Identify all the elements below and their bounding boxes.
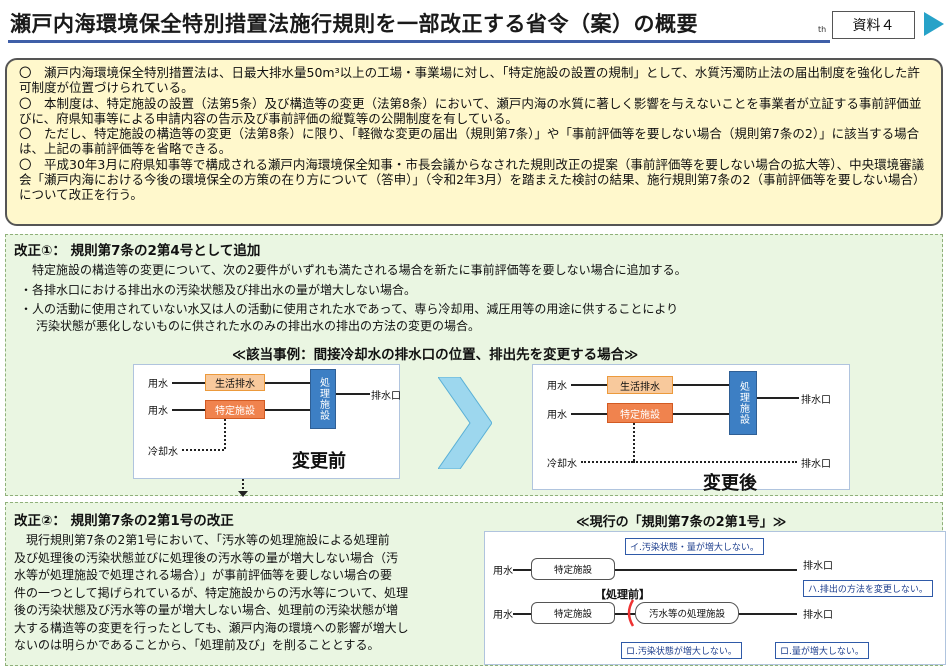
water-label: 用水 — [493, 566, 513, 577]
amendment-2-section: 改正②： 規則第7条の2第1号の改正 現行規則第7条の2第1号において、「汚水等… — [5, 502, 946, 666]
outlet-label: 排水口 — [371, 391, 401, 402]
outlet-label: 排水口 — [801, 395, 831, 406]
pipe-line — [615, 613, 635, 615]
pipe-line — [673, 413, 729, 415]
body-line: 大する構造等の変更を行ったとしても、瀬戸内海の環境への影響が増大し — [14, 620, 409, 635]
body-line: 現行規則第7条の2第1号において、「汚水等の処理施設による処理前 — [14, 533, 390, 547]
amendment-1-bullet: ・人の活動に使用されていない水又は人の活動に使用された水であって、専ら冷却用、減… — [20, 302, 679, 316]
summary-item: 〇 平成30年3月に府県知事等で構成される瀬戸内海環境保全知事・市長会議からなさ… — [19, 156, 926, 203]
body-line: 水等が処理施設で処理される場合）」が事前評価等を要しない場合の要 — [14, 568, 393, 582]
pipe-line — [336, 393, 370, 395]
current-rule-diagram: 用水 特定施設 排水口 イ.汚染状態・量が増大しない。 ハ.排出の方法を変更しな… — [484, 531, 946, 665]
pipe-line — [265, 409, 310, 411]
amendment-2-title: 改正②： 規則第7条の2第1号の改正 — [14, 513, 234, 529]
cooling-dotted-line — [182, 449, 224, 451]
specified-facility-box: 特定施設 — [205, 400, 265, 419]
pipe-line — [673, 384, 729, 386]
before-diagram: 用水 生活排水 用水 特定施設 処理施設 排水口 冷却水 変更前 — [133, 364, 401, 479]
example-title: ≪該当事例：間接冷却水の排水口の位置、排出先を変更する場合≫ — [232, 347, 639, 363]
transition-arrow-icon — [438, 377, 492, 469]
callout-i: イ.汚染状態・量が増大しない。 — [625, 538, 764, 555]
pipe-line — [757, 397, 799, 399]
specified-facility-box: 特定施設 — [607, 403, 673, 423]
water-label: 用水 — [148, 406, 168, 417]
amendment-1-title: 改正①： 規則第7条の2第4号として追加 — [14, 243, 261, 259]
body-line: ないのは明らかであることから、「処理前及び」を削ることとする。 — [14, 638, 380, 652]
water-label: 用水 — [148, 379, 168, 390]
page-title: 瀬戸内海環境保全特別措置法施行規則を一部改正する省令（案）の概要 — [10, 12, 698, 36]
cooling-dotted-line — [224, 419, 226, 449]
living-wastewater-box: 生活排水 — [607, 376, 673, 394]
pipe-line — [571, 384, 607, 386]
callout-ro-volume: ロ.量が増大しない。 — [775, 642, 869, 659]
cooling-water-label: 冷却水 — [547, 459, 577, 470]
summary-item: 〇 本制度は、特定施設の設置（法第5条）及び構造等の変更（法第8条）において、瀬… — [19, 95, 922, 126]
outlet-label: 排水口 — [803, 610, 833, 621]
arrow-tab-icon — [924, 12, 944, 36]
water-label: 用水 — [547, 381, 567, 392]
body-line: 件の一つとして掲げられているが、特定施設からの汚水等について、処理 — [14, 585, 409, 600]
treatment-facility-box: 処理施設 — [310, 369, 336, 429]
specified-facility-box: 特定施設 — [531, 558, 615, 580]
water-label: 用水 — [493, 610, 513, 621]
amendment-1-section: 改正①： 規則第7条の2第4号として追加 特定施設の構造等の変更について、次の2… — [5, 234, 943, 497]
arrow-head-icon — [238, 491, 248, 497]
living-wastewater-box: 生活排水 — [205, 374, 265, 391]
summary-item: 〇 瀬戸内海環境保全特別措置法は、日最大排水量50m³以上の工場・事業場に対し、… — [19, 65, 920, 96]
wastewater-treatment-box: 汚水等の処理施設 — [635, 602, 739, 624]
before-caption: 変更前 — [292, 451, 346, 472]
after-diagram: 用水 生活排水 用水 特定施設 処理施設 排水口 冷却水 排水口 変更後 — [532, 364, 850, 494]
after-caption: 変更後 — [703, 473, 757, 494]
treatment-facility-box: 処理施設 — [729, 371, 757, 435]
amendment-1-bullet-cont: 汚染状態が悪化しないものに供された水のみの排出水の排出の方法の変更の場合。 — [36, 319, 481, 333]
amendment-2-body: 現行規則第7条の2第1号において、「汚水等の処理施設による処理前 及び処理後の汚… — [14, 532, 492, 655]
body-line: 後の汚染状態及び汚水等の量が増大しない場合、処理前の汚染状態が増 — [14, 603, 399, 617]
cooling-dotted-line — [633, 423, 635, 461]
amendment-1-intro: 特定施設の構造等の変更について、次の2要件がいずれも満たされる場合を新たに事前評… — [32, 263, 687, 277]
pipe-line — [513, 613, 531, 615]
pipe-line — [265, 382, 310, 384]
cooling-water-label: 冷却水 — [148, 447, 178, 458]
summary-box: 〇 瀬戸内海環境保全特別措置法は、日最大排水量50m³以上の工場・事業場に対し、… — [5, 58, 943, 226]
water-label: 用水 — [547, 410, 567, 421]
header-small-mark: th — [818, 25, 827, 34]
outlet-label: 排水口 — [803, 561, 833, 572]
outlet-label: 排水口 — [801, 459, 831, 470]
specified-facility-box: 特定施設 — [531, 602, 615, 624]
new-outlet-dotted-line — [633, 461, 797, 463]
title-underline — [8, 40, 830, 43]
pipe-line — [739, 613, 797, 615]
callout-ro-pollution: ロ.汚染状態が増大しない。 — [621, 642, 742, 659]
pipe-line — [172, 409, 205, 411]
pipe-line — [513, 569, 531, 571]
document-label: 資料４ — [832, 11, 915, 39]
callout-ha: ハ.排出の方法を変更しない。 — [803, 580, 933, 597]
pre-treatment-label: 【処理前】 — [595, 588, 650, 601]
amendment-1-bullet: ・各排水口における排出水の汚染状態及び排出水の量が増大しない場合。 — [20, 283, 417, 297]
body-line: 及び処理後の汚染状態並びに処理後の汚水等の量が増大しない場合（汚 — [14, 550, 399, 565]
strike-bracket-icon — [627, 599, 635, 627]
cooling-dotted-line — [581, 461, 633, 463]
current-rule-diagram-title: ≪現行の「規則第7条の2第1号」≫ — [576, 515, 787, 530]
pipe-line — [172, 382, 205, 384]
down-dotted-arrow — [242, 479, 244, 493]
summary-item: 〇 ただし、特定施設の構造等の変更（法第8条）に限り、「軽微な変更の届出（規則第… — [19, 126, 920, 157]
pipe-line — [615, 569, 797, 571]
pipe-line — [571, 413, 607, 415]
